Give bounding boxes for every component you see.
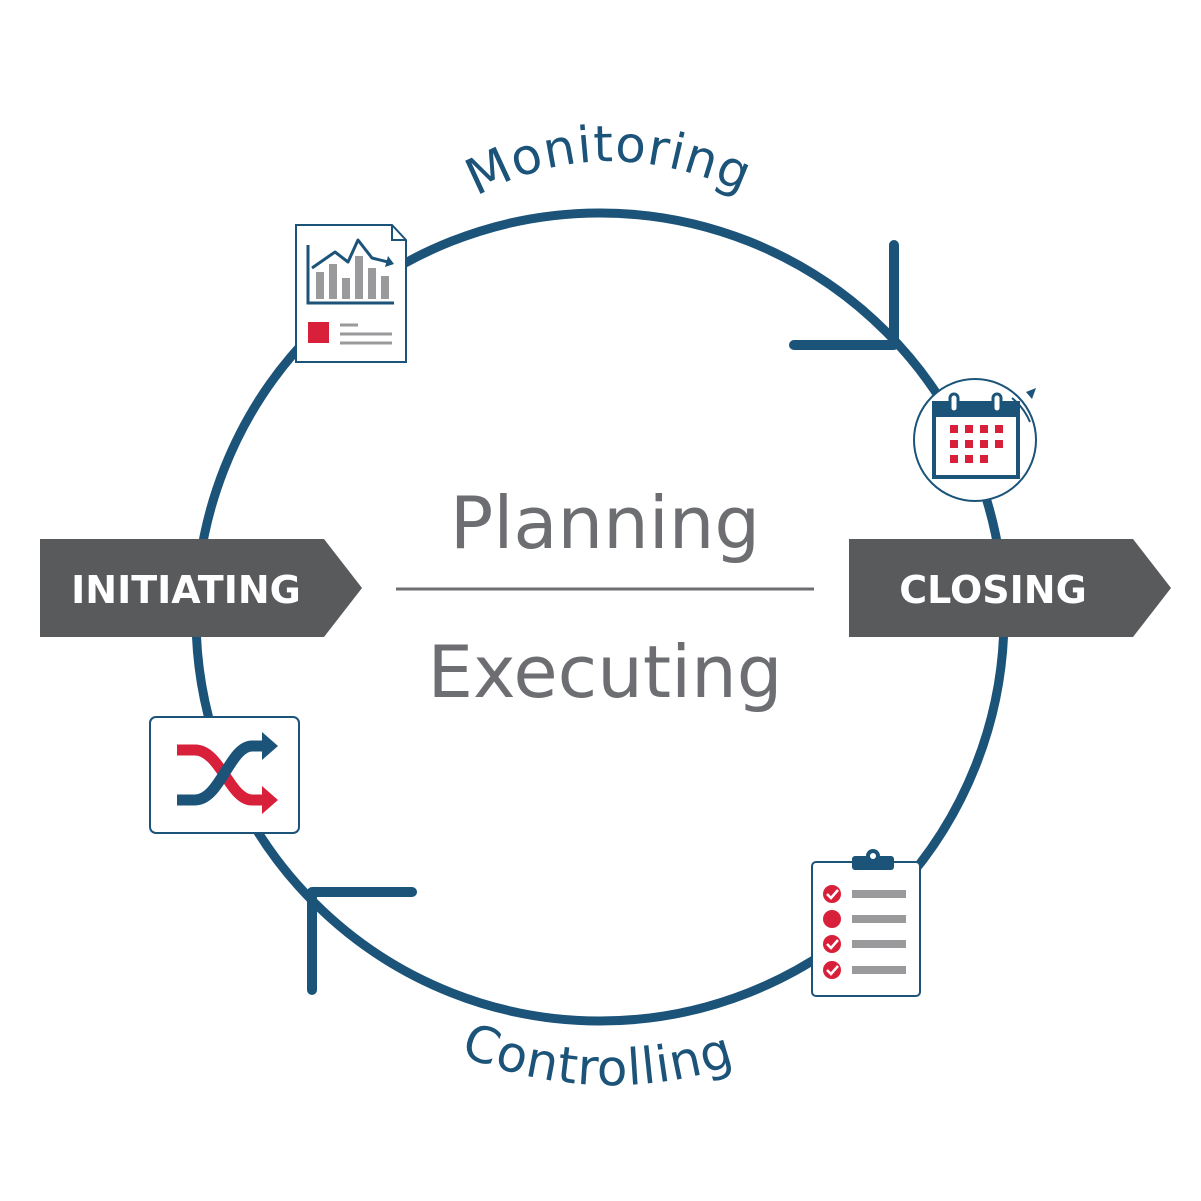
monitoring-label: Monitoring bbox=[457, 115, 761, 207]
closing-label: CLOSING bbox=[899, 568, 1087, 612]
shuffle-icon bbox=[149, 716, 300, 834]
calendar-icon bbox=[913, 378, 1037, 502]
planning-label: Planning bbox=[450, 481, 760, 565]
initiating-banner: INITIATING bbox=[40, 539, 362, 637]
report-chart-icon bbox=[295, 224, 407, 363]
arrow-head-top bbox=[789, 240, 899, 350]
closing-banner: CLOSING bbox=[849, 539, 1171, 637]
initiating-label: INITIATING bbox=[71, 568, 301, 612]
executing-label: Executing bbox=[428, 630, 783, 714]
arrow-head-bottom bbox=[307, 887, 417, 995]
checklist-icon bbox=[811, 849, 921, 997]
